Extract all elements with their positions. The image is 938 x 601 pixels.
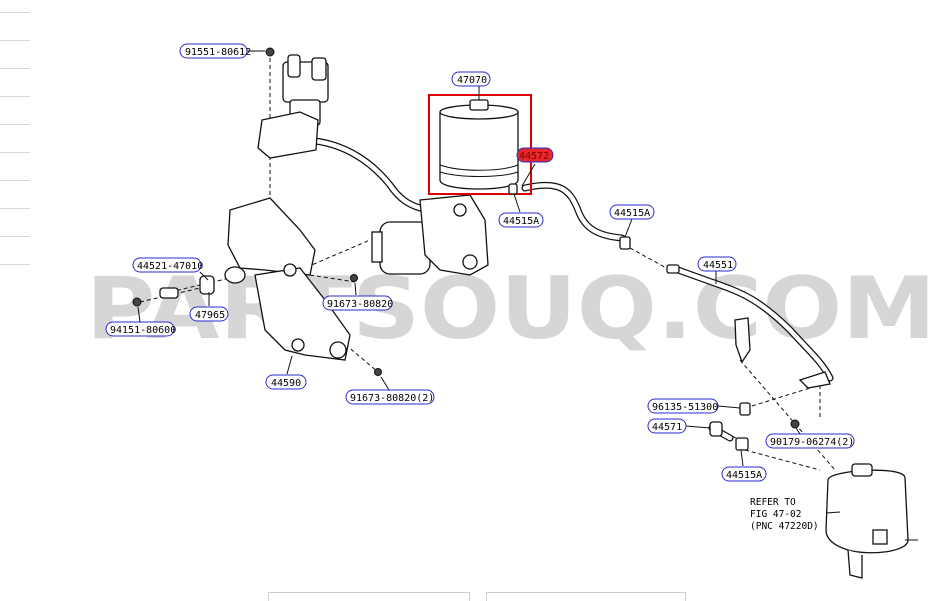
svg-text:44551: 44551 <box>703 260 733 271</box>
reference-note: REFER TO FIG 47-02 (PNC 47220D) <box>750 497 819 532</box>
callout-91673-80820[interactable]: 91673-80820 <box>322 295 393 311</box>
callout-44521-47010[interactable]: 44521-47010 <box>132 257 203 273</box>
bottom-tab-left[interactable] <box>268 592 470 601</box>
reservoir-47070 <box>439 99 519 190</box>
svg-text:47070: 47070 <box>457 75 487 86</box>
callout-44515a-top[interactable]: 44515A <box>498 212 544 228</box>
svg-text:FIG 47-02: FIG 47-02 <box>750 509 801 520</box>
callout-44515a-bottom[interactable]: 44515A <box>721 466 767 482</box>
left-panel-divider <box>0 152 30 153</box>
callout-44515a-mid[interactable]: 44515A <box>609 204 655 220</box>
svg-text:47965: 47965 <box>195 310 225 321</box>
svg-text:44515A: 44515A <box>726 470 762 481</box>
svg-text:REFER TO: REFER TO <box>750 497 796 508</box>
svg-text:91673-80820(2): 91673-80820(2) <box>350 393 434 404</box>
bottom-tab-right[interactable] <box>486 592 686 601</box>
leader-lines <box>137 50 841 514</box>
callout-47965[interactable]: 47965 <box>189 306 229 322</box>
pump-motor-assembly <box>371 194 489 276</box>
left-panel-divider <box>0 12 30 13</box>
left-panel-divider <box>0 68 30 69</box>
reservoir-tank-47220d <box>825 463 918 579</box>
left-panel-divider <box>0 208 30 209</box>
svg-text:44515A: 44515A <box>614 208 650 219</box>
callout-96135-51300[interactable]: 96135-51300 <box>647 398 719 414</box>
left-panel-divider <box>0 236 30 237</box>
left-panel-divider <box>0 264 30 265</box>
svg-text:94151-80600: 94151-80600 <box>110 325 176 336</box>
callout-94151-80600[interactable]: 94151-80600 <box>105 321 176 337</box>
callout-90179-06274-2[interactable]: 90179-06274(2) <box>765 433 855 449</box>
callout-44551[interactable]: 44551 <box>697 256 737 272</box>
svg-text:90179-06274(2): 90179-06274(2) <box>770 437 854 448</box>
svg-text:44515A: 44515A <box>503 216 539 227</box>
small-parts <box>132 183 831 451</box>
callout-47070[interactable]: 47070 <box>451 71 491 87</box>
svg-text:96135-51300: 96135-51300 <box>652 402 718 413</box>
hose-lines <box>296 136 834 442</box>
svg-text:(PNC 47220D): (PNC 47220D) <box>750 521 819 532</box>
left-panel-edge <box>0 0 30 270</box>
callout-44590[interactable]: 44590 <box>265 374 307 390</box>
valve-block-assembly <box>257 47 329 159</box>
svg-text:44521-47010: 44521-47010 <box>137 261 203 272</box>
left-panel-divider <box>0 180 30 181</box>
left-panel-divider <box>0 124 30 125</box>
left-panel-divider <box>0 96 30 97</box>
svg-text:91551-80612: 91551-80612 <box>185 47 251 58</box>
selection-box <box>428 94 532 195</box>
callout-44571[interactable]: 44571 <box>647 418 687 434</box>
callout-91551-80612[interactable]: 91551-80612 <box>179 43 251 59</box>
svg-text:44590: 44590 <box>271 378 301 389</box>
callout-91673-80820-2[interactable]: 91673-80820(2) <box>345 389 435 405</box>
svg-text:44572: 44572 <box>519 151 549 162</box>
bracket-assembly-44590 <box>224 197 351 361</box>
callout-44572[interactable]: 44572 <box>516 147 554 163</box>
svg-text:91673-80820: 91673-80820 <box>327 299 393 310</box>
svg-text:44571: 44571 <box>652 422 682 433</box>
left-panel-divider <box>0 40 30 41</box>
